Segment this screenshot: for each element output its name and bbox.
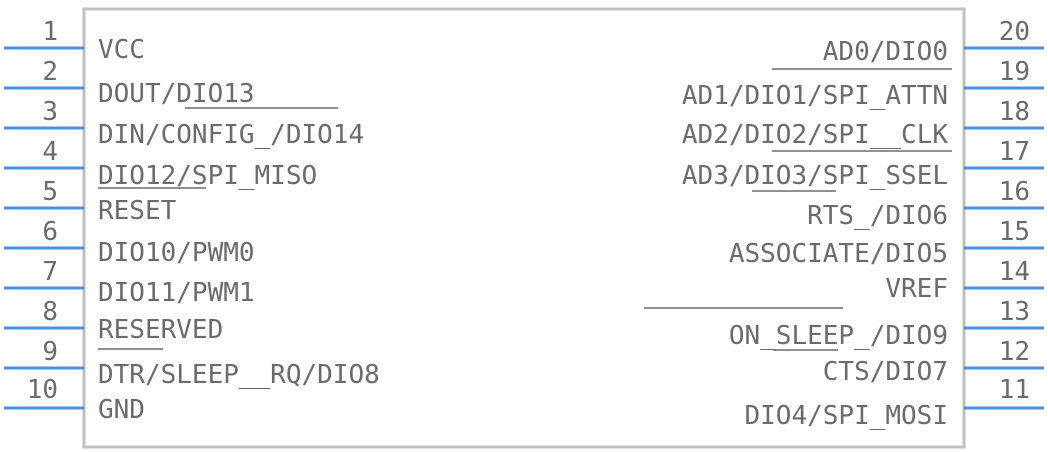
pin-20-label: AD0/DIO0	[823, 37, 948, 67]
pin-1-label: VCC	[98, 35, 145, 65]
pin-10-label: GND	[98, 395, 145, 425]
pin-14-label: VREF	[885, 274, 948, 304]
pin-15-label: ASSOCIATE/DIO5	[729, 239, 948, 269]
pin-15-number: 15	[999, 217, 1030, 247]
pin-5-label: RESET	[98, 196, 177, 226]
pin-17-number: 17	[999, 137, 1030, 167]
pin-13-label: ON_SLEEP_/DIO9	[729, 321, 948, 351]
pin-6-label: DIO10/PWM0	[98, 238, 255, 268]
pin-10-number: 10	[27, 375, 58, 405]
pin-9-label: DTR/SLEEP__RQ/DIO8	[98, 360, 380, 390]
pin-12-number: 12	[999, 337, 1030, 367]
pin-16-number: 16	[999, 177, 1030, 207]
pin-19-label: AD1/DIO1/SPI_ATTN	[682, 81, 948, 111]
pin-7-label: DIO11/PWM1	[98, 278, 255, 308]
pin-6-number: 6	[42, 217, 58, 247]
pin-13-number: 13	[999, 297, 1030, 327]
pin-3-label: DIN/CONFIG_/DIO14	[98, 120, 364, 150]
pin-4-label: DIO12/SPI_MISO	[98, 161, 317, 191]
pin-3-number: 3	[42, 97, 58, 127]
pin-18-label: AD2/DIO2/SPI__CLK	[682, 120, 948, 150]
pin-16-label: RTS_/DIO6	[807, 201, 948, 231]
pin-19-number: 19	[999, 57, 1030, 87]
pin-4-number: 4	[42, 137, 58, 167]
pin-2-label: DOUT/DIO13	[98, 79, 255, 109]
pin-1-number: 1	[42, 17, 58, 47]
pin-7-number: 7	[42, 257, 58, 287]
pin-20-number: 20	[999, 17, 1030, 47]
pin-5-number: 5	[42, 177, 58, 207]
ic-body-outline	[82, 7, 966, 449]
pin-8-number: 8	[42, 297, 58, 327]
overbar-group	[98, 68, 952, 351]
pin-17-label: AD3/DIO3/SPI_SSEL	[682, 161, 948, 191]
pin-11-label: DIO4/SPI_MOSI	[745, 401, 949, 431]
pin-9-number: 9	[42, 337, 58, 367]
pin-18-number: 18	[999, 97, 1030, 127]
pin-11-number: 11	[999, 375, 1030, 405]
pin-12-label: CTS/DIO7	[823, 357, 948, 387]
pin-8-label: RESERVED	[98, 315, 223, 345]
pin-2-number: 2	[42, 57, 58, 87]
pin-14-number: 14	[999, 257, 1030, 287]
